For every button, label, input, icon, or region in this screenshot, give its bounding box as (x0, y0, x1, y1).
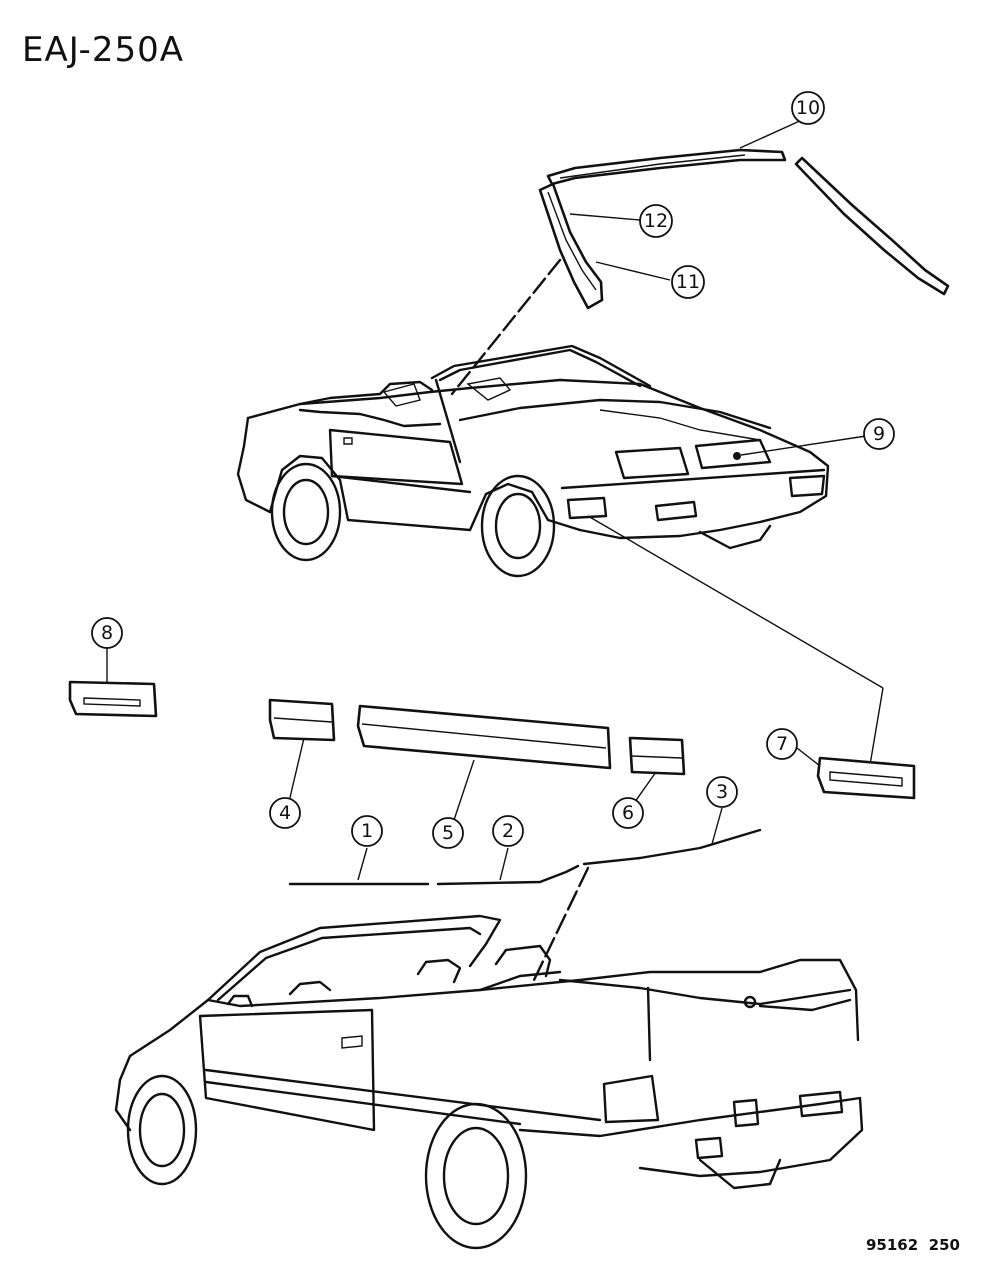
callout-label: 3 (716, 781, 728, 803)
callout-label: 1 (361, 820, 373, 842)
callout-label: 8 (101, 622, 113, 644)
callout-4: 4 (269, 797, 301, 829)
door-molding-long (356, 704, 612, 770)
callout-label: 5 (442, 822, 454, 844)
callout-9: 9 (863, 418, 895, 450)
callout-12: 12 (639, 204, 673, 238)
callout-label: 2 (502, 820, 514, 842)
fender-molding-front-small (268, 698, 336, 742)
callout-8: 8 (91, 617, 123, 649)
diagram-code: EAJ-250A (22, 30, 184, 70)
callout-label: 11 (676, 271, 700, 293)
windshield-header-molding (546, 148, 787, 186)
callout-10: 10 (791, 91, 825, 125)
callout-7: 7 (766, 728, 798, 760)
door-molding-rear-small (628, 736, 686, 776)
callout-label: 7 (776, 733, 788, 755)
callout-label: 12 (644, 210, 668, 232)
convertible-front-view (236, 344, 830, 578)
callout-11: 11 (671, 265, 705, 299)
callout-1: 1 (351, 815, 383, 847)
belt-molding-strips (288, 828, 762, 886)
windshield-side-molding-right (794, 156, 950, 296)
bumper-molding-front (816, 756, 916, 800)
callout-label: 10 (796, 97, 820, 119)
callout-label: 9 (873, 423, 885, 445)
convertible-rear-view (114, 914, 864, 1250)
figure-number: 95162 250 (866, 1236, 960, 1254)
fender-molding-rear (68, 680, 158, 718)
callout-2: 2 (492, 815, 524, 847)
callout-label: 6 (622, 802, 634, 824)
callout-label: 4 (279, 802, 291, 824)
a-pillar-molding (538, 182, 604, 310)
callout-3: 3 (706, 776, 738, 808)
callout-5: 5 (432, 817, 464, 849)
callout-6: 6 (612, 797, 644, 829)
